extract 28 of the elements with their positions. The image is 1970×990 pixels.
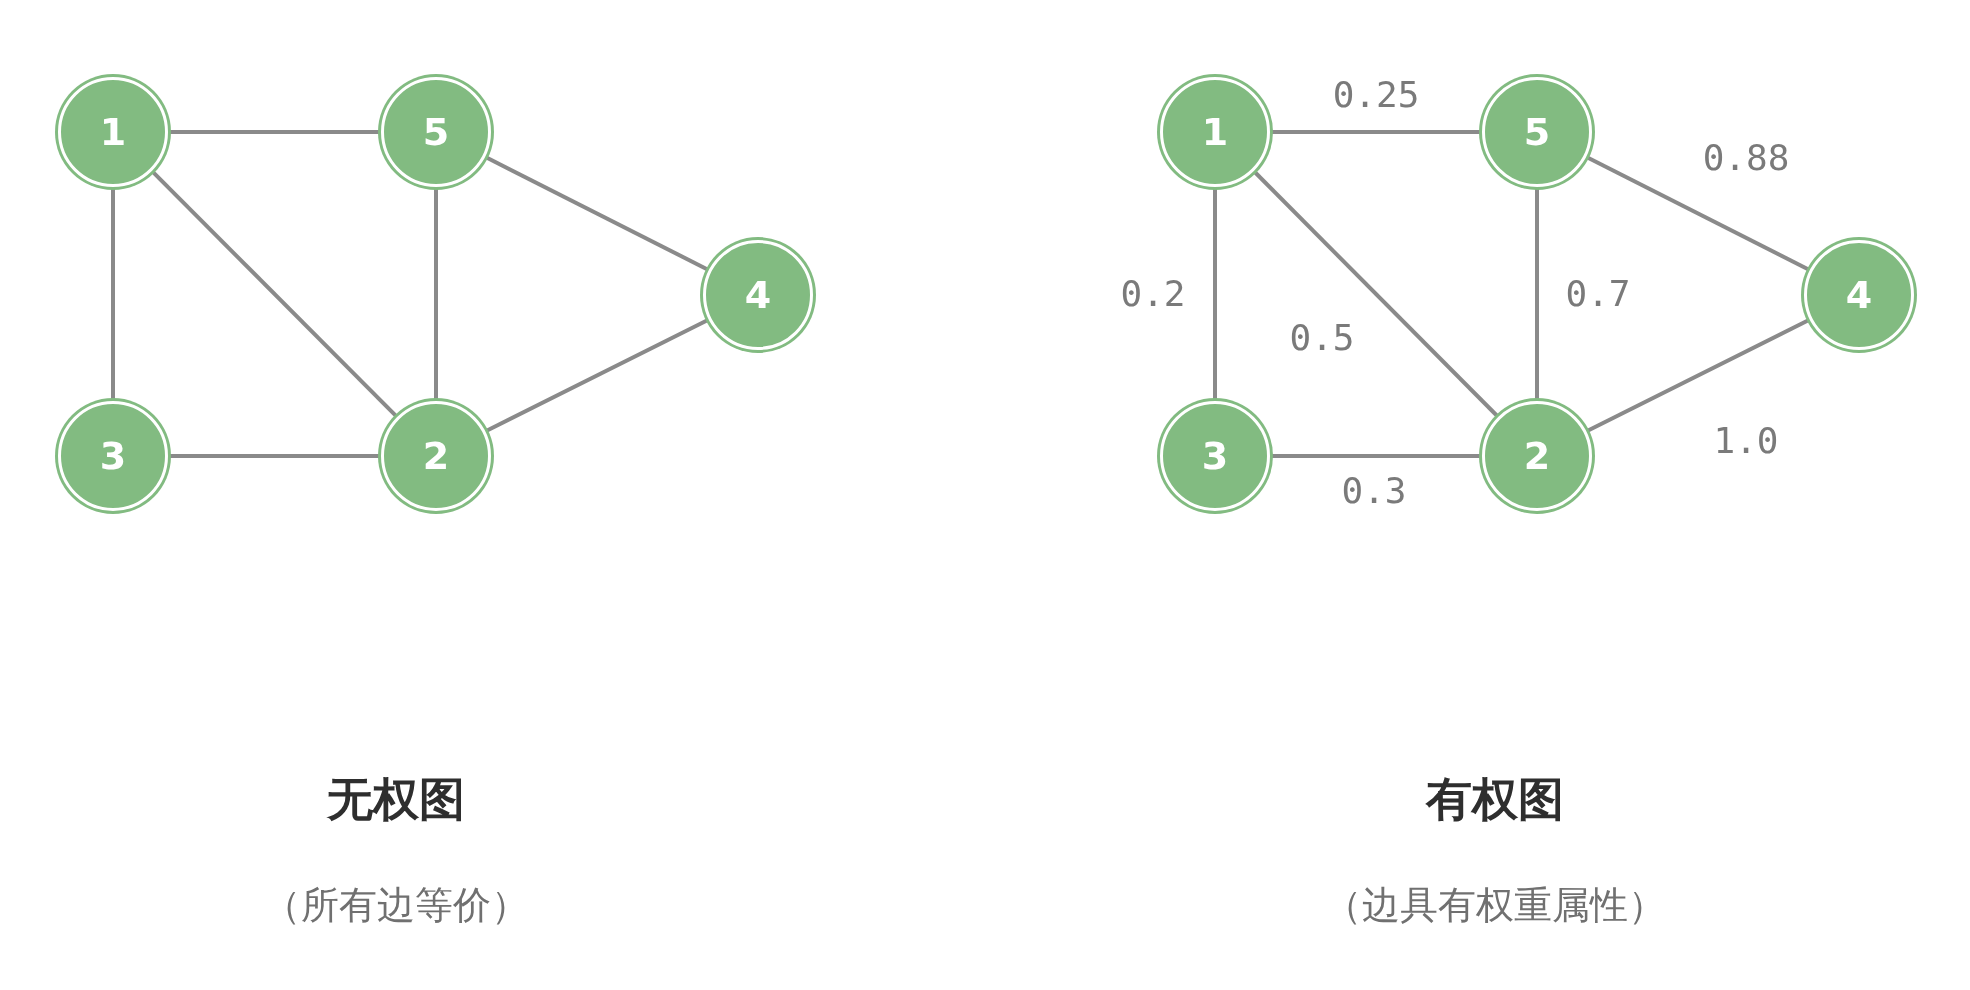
edge-line (485, 318, 709, 433)
graph-vertex: 4 (703, 240, 813, 350)
graph-vertex: 1 (58, 77, 168, 187)
graph-title: 无权图 (327, 771, 465, 828)
edge-line (169, 454, 380, 458)
edge-line (1586, 318, 1810, 433)
graph-vertex: 5 (1482, 77, 1592, 187)
graph-subtitle: （边具有权重属性） (1324, 881, 1666, 929)
edge-line (1213, 188, 1217, 400)
graph-subtitle: （所有边等价） (263, 881, 529, 929)
edge-line (1253, 170, 1499, 418)
graph-vertex: 5 (381, 77, 491, 187)
graph-title: 有权图 (1426, 771, 1564, 828)
edge-line (485, 155, 709, 272)
edge-line (151, 170, 398, 418)
edge-line (1271, 454, 1481, 458)
graph-vertex: 3 (58, 401, 168, 511)
graph-vertex: 4 (1804, 240, 1914, 350)
edge-line (1586, 155, 1810, 272)
graph-vertex: 2 (1482, 401, 1592, 511)
edge-line (111, 188, 115, 400)
edge-line (1271, 130, 1481, 134)
edge-line (434, 188, 438, 400)
graph-vertex: 2 (381, 401, 491, 511)
graph-vertex: 1 (1160, 77, 1270, 187)
graph-vertex: 3 (1160, 401, 1270, 511)
edge-line (169, 130, 380, 134)
edge-line (1535, 188, 1539, 400)
